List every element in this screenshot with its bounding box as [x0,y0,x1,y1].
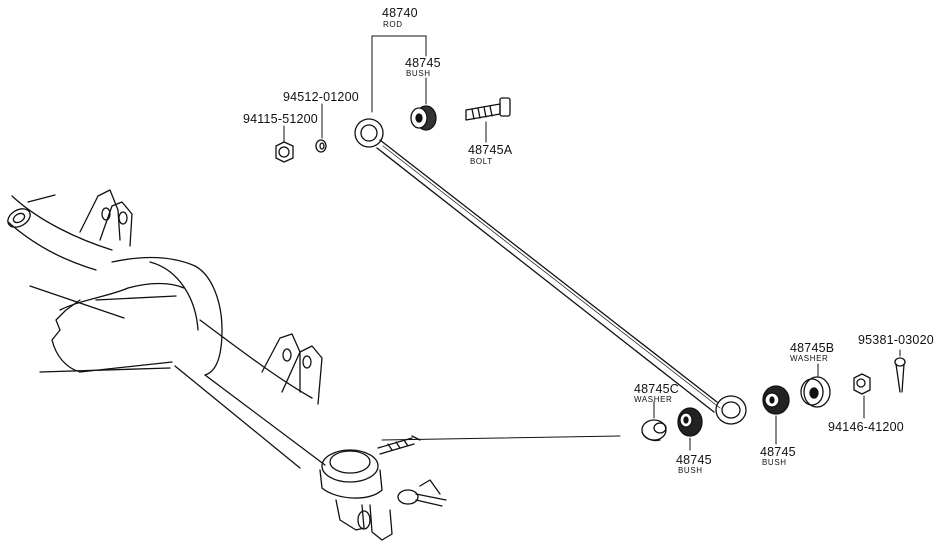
washer-b-part [800,376,831,408]
rear-axle-housing [7,189,447,541]
top-bush-part-number: 48745 [405,56,441,70]
lateral-control-rod [354,118,747,425]
castle-nut-part [853,373,871,395]
cotter-pin-part-number: 95381-03020 [858,333,934,347]
rod-part-name: ROD [383,20,403,29]
bolt-part-number: 48745A [468,143,513,157]
lower-bush-right-part [762,385,790,415]
left-lock-washer [315,139,327,153]
lower-bush-left-part [677,407,703,437]
washer-c-part-number: 48745C [634,382,679,396]
callout-leaders [283,35,901,451]
washer-b-part-name: WASHER [790,354,829,363]
left-nut-part-number: 94115-51200 [243,112,318,126]
washer-b-part-number: 48745B [790,341,835,355]
bolt-part [465,97,511,121]
top-bush-part [410,105,437,131]
left-nut [275,141,294,163]
left-washer-part-number: 94512-01200 [283,90,359,104]
lower-bush-left-part-name: BUSH [678,466,703,475]
lower-bush-left-part-number: 48745 [676,453,712,467]
cotter-pin-part [894,357,906,393]
lower-bush-right-part-name: BUSH [762,458,787,467]
washer-c-part-name: WASHER [634,395,673,404]
lower-bush-right-part-number: 48745 [760,445,796,459]
castle-nut-part-number: 94146-41200 [828,420,904,434]
top-bush-part-name: BUSH [406,69,431,78]
bolt-part-name: BOLT [470,157,493,166]
washer-c-part [641,419,667,442]
rod-part-number: 48740 [382,6,418,20]
rod-mount-leader-line [381,435,621,441]
